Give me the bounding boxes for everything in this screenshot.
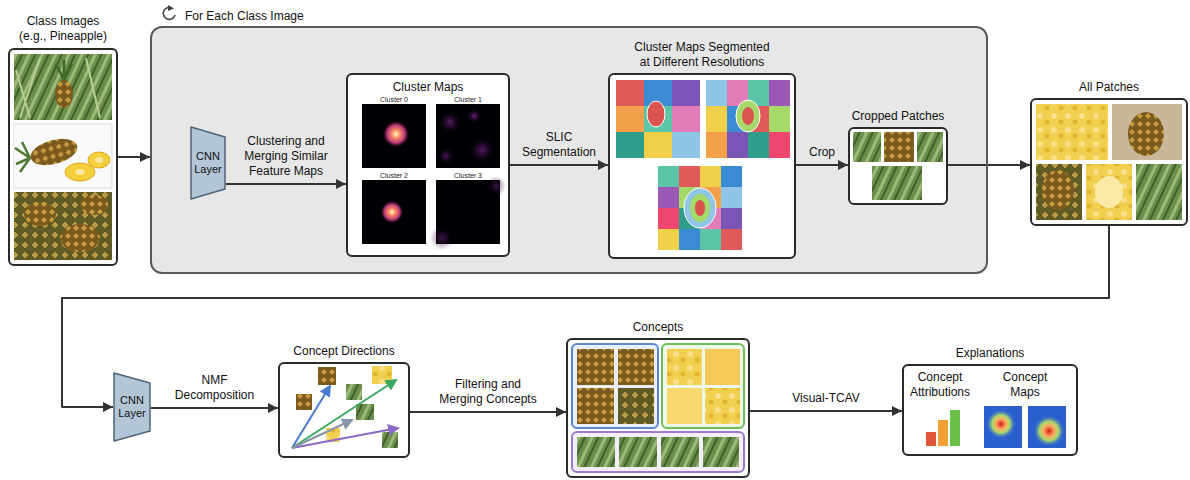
arrowhead [268,403,278,413]
arrowhead [598,160,608,170]
edge-label: Clustering and Merging Similar Feature M… [232,134,340,179]
connector-line [510,164,608,166]
connector-arrow [750,406,902,416]
box-heading: Explanations [956,346,1025,361]
image-box: Cluster Maps Segmented at Different Reso… [608,73,796,259]
edge-label: Filtering and Merging Concepts [432,377,544,407]
box-heading: Cluster Maps [348,80,508,95]
arrowhead [140,152,150,162]
concept-groups [572,344,744,472]
image-box: All Patches [1030,98,1188,226]
box-heading: For Each Class Image [185,9,304,24]
sub-label: Cluster 2 [362,172,426,180]
sub-label: Cluster 1 [436,96,500,104]
arrowhead [336,179,346,189]
edge-label: Visual-TCAV [771,391,881,406]
connector-arrow [226,179,346,189]
box-heading: Cropped Patches [852,109,945,124]
cnn-layer: CNN Layer [190,126,226,200]
connector-line [948,164,1030,166]
edge-label: SLIC Segmentation [514,130,604,160]
layer-label: CNN Layer [190,150,226,176]
connector-arrow [948,160,1030,170]
box-heading: All Patches [1079,80,1139,95]
loop-icon [163,5,175,19]
panel-fill [151,27,987,273]
connector-arrow [796,160,848,170]
connector-arrow [151,403,278,413]
connector-line [151,407,278,409]
cluster-heatmaps [362,104,506,250]
image-box: ExplanationsConcept AttributionsConcept … [902,364,1078,456]
image-box: Concept Directions [278,362,410,458]
layer-label: CNN Layer [113,394,151,420]
cropped-patch-images [853,132,943,200]
image-box: Class Images (e.g., Pineapple) [8,48,118,266]
arrowhead [838,160,848,170]
box-heading: Concepts [633,320,684,335]
arrowhead [103,402,113,412]
connector-arrow [62,226,1109,412]
cnn-layer: CNN Layer [113,372,151,442]
box-heading: Class Images (e.g., Pineapple) [15,14,111,44]
arrowhead [556,407,566,417]
edge-label: Crop [792,145,852,160]
all-patch-images [1036,104,1182,220]
arrowhead [1020,160,1030,170]
class-photos [14,54,112,260]
connector-line [750,410,902,412]
explanation-graphics [926,406,1066,448]
connector-line [226,183,346,185]
connector-arrow [410,407,566,417]
box-heading: Concept Directions [293,344,394,359]
image-box: Cropped Patches [848,127,948,205]
cnn-trapezoid [114,373,150,441]
sub-label: Cluster 3 [436,172,500,180]
connector-arrow [510,160,608,170]
edge-label: NMF Decomposition [165,373,265,403]
connector-line [62,226,1109,407]
image-box: Cluster MapsCluster 0 Cluster 1 Cluster 2 C… [346,73,510,257]
segmented-maps [616,80,790,250]
sub-label: Concept Maps [990,370,1060,400]
concept-vectors [292,366,398,448]
connector-arrow [118,152,150,162]
cnn-trapezoid [191,127,225,199]
sub-label: Cluster 0 [362,96,426,104]
arrowhead [892,406,902,416]
connector-line [410,411,566,413]
image-box: Concepts [566,338,750,478]
sub-label: Concept Attributions [908,370,972,400]
box-heading: Cluster Maps Segmented at Different Reso… [632,40,772,70]
